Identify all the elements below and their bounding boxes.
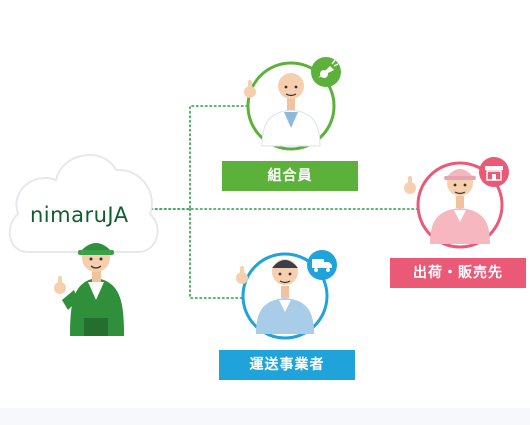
delivery-truck-icon: [307, 250, 337, 280]
shipping-node: [404, 161, 504, 249]
storefront-icon: [479, 157, 509, 187]
member-node: [244, 61, 336, 151]
nimaru-cloud: [8, 154, 159, 253]
footer-band: [0, 408, 530, 425]
transport-node: [236, 252, 329, 340]
member-label: 組合員: [222, 161, 358, 191]
transport-label: 運送事業者: [219, 350, 355, 380]
connector-lines: [141, 105, 419, 299]
nimaru-logo-text: nimaruJA: [30, 203, 129, 227]
connector-to-member: [141, 105, 249, 210]
connector-to-transport: [189, 208, 243, 299]
ja-staff-illustration: [54, 243, 124, 336]
shipping-label: 出荷・販売先: [390, 258, 526, 288]
vegetable-icon: [311, 57, 341, 87]
